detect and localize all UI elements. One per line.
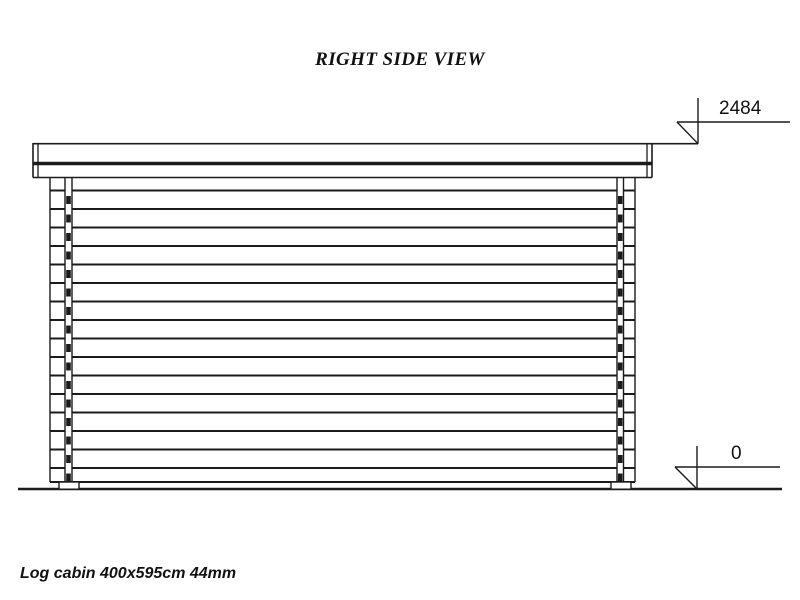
- dimension-label-ground-level: 0: [731, 443, 742, 464]
- level-marker-roof: [676, 98, 790, 145]
- corner-notch-right: [617, 455, 623, 463]
- corner-notch-left: [66, 325, 71, 334]
- corner-notch-right: [617, 251, 623, 260]
- corner-notch-right: [617, 399, 623, 408]
- corner-notch-left: [66, 473, 71, 482]
- corner-notch-right: [617, 436, 623, 445]
- corner-notch-right: [617, 233, 623, 241]
- corner-notch-right: [617, 288, 623, 297]
- corner-notch-right: [617, 325, 623, 334]
- drawing-caption: Log cabin 400x595cm 44mm: [20, 565, 237, 582]
- foundation-blocks: [58, 481, 632, 490]
- corner-posts: [49, 178, 636, 488]
- corner-notch-right: [617, 196, 623, 204]
- wall-logs: [50, 189, 635, 482]
- corner-notch-right: [617, 473, 623, 482]
- corner-notch-left: [66, 270, 71, 278]
- corner-notch-left: [66, 362, 71, 371]
- corner-notch-right: [617, 214, 623, 223]
- corner-notch-left: [66, 288, 71, 297]
- dimension-label-roof-height: 2484: [719, 98, 762, 119]
- corner-notch-right: [617, 270, 623, 278]
- corner-notch-right: [617, 418, 623, 426]
- corner-notch-left: [66, 436, 71, 445]
- level-marker-ground: [674, 446, 780, 490]
- corner-notch-left: [66, 214, 71, 223]
- corner-notch-left: [66, 196, 71, 204]
- corner-notch-right: [617, 307, 623, 315]
- corner-notch-left: [66, 455, 71, 463]
- corner-notch-right: [617, 362, 623, 371]
- corner-notch-left: [66, 399, 71, 408]
- corner-notch-right: [617, 381, 623, 389]
- page-title: RIGHT SIDE VIEW: [315, 49, 485, 70]
- roof-fascia: [32, 142, 698, 179]
- corner-notch-left: [66, 251, 71, 260]
- corner-notch-left: [66, 233, 71, 241]
- corner-notch-left: [66, 344, 71, 352]
- corner-notch-left: [66, 381, 71, 389]
- corner-notch-left: [66, 418, 71, 426]
- corner-notch-right: [617, 344, 623, 352]
- corner-notch-left: [66, 307, 71, 315]
